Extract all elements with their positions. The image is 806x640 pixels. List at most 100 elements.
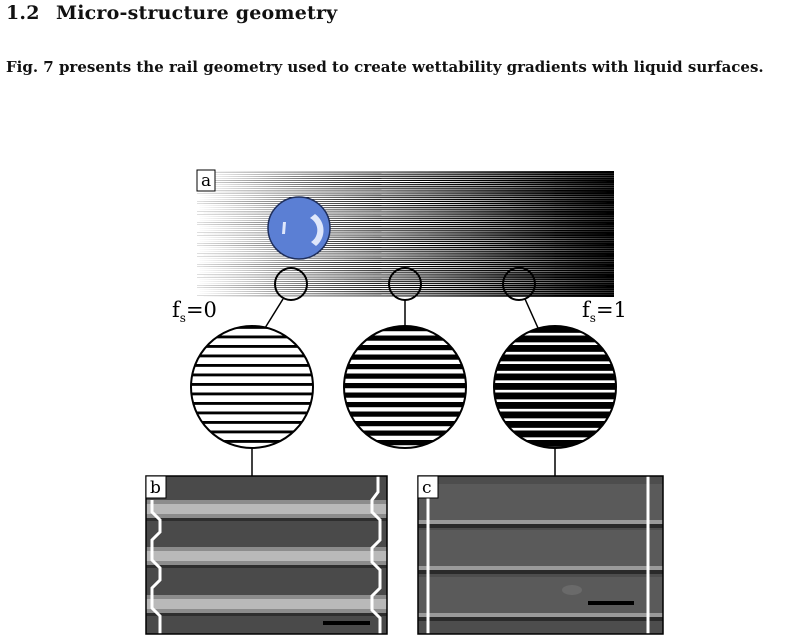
zoom-stripe xyxy=(344,411,466,417)
zoom-stripe xyxy=(344,326,466,332)
panel-a-label: a xyxy=(201,171,211,191)
gradient-rail xyxy=(197,271,614,274)
gradient-rail xyxy=(197,252,614,255)
gradient-rail xyxy=(197,179,614,182)
sem-wall xyxy=(370,476,382,634)
sem-rail-edge xyxy=(146,518,387,521)
zoom-stripe xyxy=(191,345,313,348)
gradient-rail xyxy=(197,213,614,216)
gradient-rail xyxy=(197,227,614,230)
sem-rail xyxy=(146,599,387,609)
zoom-stripes-mid xyxy=(344,326,466,448)
gradient-rail xyxy=(197,183,614,186)
zoom-outline-low xyxy=(190,325,314,449)
sem-b-rails xyxy=(146,476,387,634)
sem-wall xyxy=(150,500,162,634)
zoom-stripe xyxy=(494,402,616,409)
zoom-circle-high xyxy=(493,325,617,449)
zoom-stripe xyxy=(191,430,313,434)
panel-b-label-box xyxy=(145,475,167,499)
zoom-stripe xyxy=(494,430,616,438)
sem-rail-top xyxy=(418,484,663,520)
gradient-rail xyxy=(197,288,614,291)
gradient-rail xyxy=(197,286,614,289)
gradient-rail xyxy=(197,219,614,222)
gradient-rail xyxy=(197,255,614,258)
zoom-stripe xyxy=(191,373,313,377)
zoom-stripe xyxy=(344,440,466,446)
zoom-stripe xyxy=(344,373,466,379)
sem-rail-highlight xyxy=(418,520,663,524)
body-paragraph: Fig. 7 presents the rail geometry used t… xyxy=(6,58,764,76)
gradient-rail xyxy=(197,196,614,199)
gradient-rail xyxy=(197,231,614,234)
zoom-stripe xyxy=(191,402,313,405)
zoom-stripe xyxy=(191,335,313,339)
connector-right xyxy=(524,298,539,329)
panel-a-label-box xyxy=(196,169,216,192)
panel-b-frame xyxy=(145,475,388,635)
gradient-rail xyxy=(197,194,614,197)
droplet xyxy=(267,196,331,260)
gradient-rail xyxy=(197,246,614,249)
panel-b: b xyxy=(145,475,388,635)
section-number: 1.2 xyxy=(6,2,40,24)
zoom-stripe xyxy=(494,335,616,343)
gradient-rail xyxy=(197,294,614,297)
zoom-stripe xyxy=(344,421,466,427)
zoom-stripe xyxy=(191,392,313,396)
gradient-rail xyxy=(197,276,614,279)
gradient-rail xyxy=(197,278,614,281)
sem-rail xyxy=(146,551,387,561)
gradient-rail xyxy=(197,240,614,243)
zoom-stripe xyxy=(344,364,466,370)
gradient-rail xyxy=(197,269,614,272)
sem-particle xyxy=(562,585,582,595)
gradient-rail xyxy=(197,265,614,268)
zoom-stripe xyxy=(191,364,313,367)
gradient-rail xyxy=(197,217,614,220)
zoom-stripe xyxy=(494,326,616,333)
zoom-stripe xyxy=(344,383,466,389)
connector-left xyxy=(264,298,284,329)
zoom-stripe xyxy=(191,354,313,358)
zoom-stripe xyxy=(494,345,616,352)
gradient-rail xyxy=(197,250,614,253)
sample-circle-right xyxy=(502,267,536,301)
gradient-rail xyxy=(197,187,614,190)
gradient-rail xyxy=(197,290,614,293)
zoom-outline-mid xyxy=(343,325,467,449)
gradient-rail-pattern xyxy=(197,171,614,297)
gradient-rail xyxy=(197,181,614,184)
zoom-circle-mid xyxy=(343,325,467,449)
gradient-rail xyxy=(197,173,614,176)
sem-rail-groove xyxy=(418,570,663,574)
gradient-rail xyxy=(197,280,614,283)
connector-lines xyxy=(251,298,556,476)
gradient-rail xyxy=(197,204,614,207)
zoom-stripe xyxy=(494,354,616,362)
scale-bar-c xyxy=(588,601,634,605)
droplet-highlight-small xyxy=(282,222,286,234)
sample-circle-left xyxy=(274,267,308,301)
sem-rail-edge xyxy=(146,565,387,568)
gradient-rail xyxy=(197,223,614,226)
zoom-circle-low xyxy=(190,325,314,449)
gradient-rail xyxy=(197,273,614,276)
zoom-stripe xyxy=(191,326,313,329)
panel-c-frame xyxy=(417,475,664,635)
fs-label-left: fs=0 xyxy=(172,298,217,325)
sem-rail-highlight xyxy=(418,613,663,617)
gradient-rail xyxy=(197,242,614,245)
gradient-rail xyxy=(197,259,614,262)
gradient-rail xyxy=(197,177,614,180)
zoom-stripe xyxy=(344,430,466,436)
gradient-rail xyxy=(197,234,614,237)
zoom-stripe xyxy=(494,411,616,419)
gradient-rail xyxy=(197,236,614,239)
gradient-rail xyxy=(197,221,614,224)
fs-label-right: fs=1 xyxy=(582,298,627,325)
gradient-rail xyxy=(197,185,614,188)
zoom-stripe xyxy=(494,383,616,390)
sem-rail-groove xyxy=(418,617,663,621)
